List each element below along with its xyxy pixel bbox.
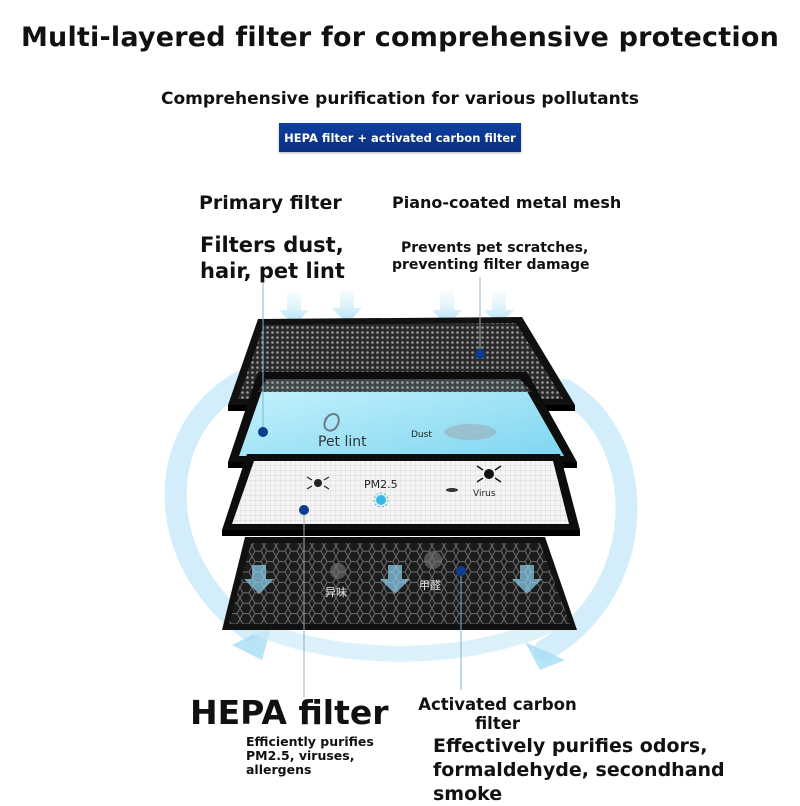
carbon-title: Activated carbon filter: [415, 695, 580, 733]
primary-desc-line: hair, pet lint: [200, 259, 345, 283]
hepa-desc-line: Efficiently purifies: [246, 734, 374, 749]
activated-carbon-layer: [222, 537, 577, 630]
virus-glyph: [373, 492, 389, 508]
label-dust: Dust: [411, 430, 432, 440]
primary-filter-description: Filters dust, hair, pet lint: [200, 232, 345, 284]
carbon-title-line: filter: [474, 714, 521, 733]
marker-hepa: [299, 505, 309, 515]
mesh-title: Piano-coated metal mesh: [392, 193, 622, 212]
mesh-desc-line: Prevents pet scratches,: [401, 240, 589, 256]
marker-carbon: [456, 566, 466, 576]
marker-mesh: [475, 349, 485, 359]
spider-mite-glyph: [476, 465, 502, 483]
carbon-title-line: Activated carbon: [418, 695, 577, 714]
airflow-arc-left: [164, 364, 266, 641]
primary-desc-line: Filters dust,: [200, 233, 344, 257]
filter-combo-badge: HEPA filter + activated carbon filter: [279, 123, 521, 152]
hepa-filter-layer: [222, 454, 580, 536]
carbon-desc-line: formaldehyde, secondhand smoke: [433, 759, 725, 805]
hepa-desc-line: PM2.5, viruses,: [246, 748, 355, 763]
carbon-desc-line: Effectively purifies odors,: [433, 735, 708, 757]
hepa-title: HEPA filter: [190, 693, 389, 732]
page-title: Multi-layered filter for comprehensive p…: [20, 22, 779, 53]
label-pet-lint: Pet lint: [318, 434, 367, 450]
label-formaldehyde: 甲醛: [419, 578, 441, 592]
dust-mite-glyph-2: [446, 488, 458, 492]
mesh-description: Prevents pet scratches, preventing filte…: [392, 240, 590, 274]
label-virus: Virus: [473, 489, 496, 499]
airflow-arc-right-head: [525, 642, 565, 670]
label-odor: 异味: [325, 586, 347, 599]
mesh-desc-line: preventing filter damage: [392, 257, 590, 273]
carbon-description: Effectively purifies odors, formaldehyde…: [433, 734, 800, 806]
hepa-description: Efficiently purifies PM2.5, viruses, all…: [246, 735, 374, 777]
hepa-desc-line: allergens: [246, 762, 312, 777]
label-pm25: PM2.5: [364, 478, 398, 491]
airflow-arc-right: [534, 379, 638, 661]
primary-filter-title: Primary filter: [199, 192, 342, 214]
primary-filter-layer: [228, 372, 577, 468]
page-subtitle: Comprehensive purification for various p…: [161, 89, 639, 109]
marker-primary: [258, 427, 268, 437]
airflow-bottom: [232, 612, 568, 662]
dust-mite-glyph-1: [306, 476, 330, 490]
